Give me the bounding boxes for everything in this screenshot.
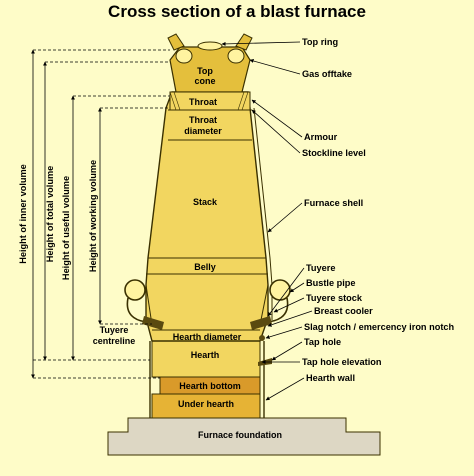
throat-diameter-label-1: Throat — [189, 115, 217, 125]
height-inner-volume-label: Height of inner volume — [18, 164, 28, 264]
hearth-region — [151, 340, 261, 378]
bustle-pipe-right — [250, 279, 291, 330]
furnace-body — [145, 91, 269, 342]
hearth-diameter-label: Hearth diameter — [173, 332, 242, 342]
gas-offtake-right — [235, 33, 253, 51]
foundation-label: Furnace foundation — [198, 430, 282, 440]
stack-label: Stack — [193, 197, 218, 207]
hearth-bottom-label: Hearth bottom — [179, 381, 241, 391]
hearth-label: Hearth — [191, 350, 220, 360]
leader-lines — [221, 41, 313, 401]
label-tuyere-stock: Tuyere stock — [306, 293, 363, 303]
bosh-right — [259, 284, 269, 326]
label-stockline-level: Stockline level — [302, 148, 366, 158]
bustle-pipe-left — [124, 279, 164, 330]
top-cone-label-2: cone — [194, 76, 215, 86]
top-ring-right — [227, 48, 245, 64]
label-gas-offtake: Gas offtake — [302, 69, 352, 79]
label-slag-notch: Slag notch / emercency iron notch — [304, 322, 454, 332]
height-working-volume-label: Height of working volume — [88, 160, 98, 272]
furnace-shell-line — [253, 107, 273, 320]
label-tap-hole-elevation: Tap hole elevation — [302, 357, 382, 367]
diagram-title: Cross section of a blast furnace — [108, 2, 366, 21]
label-tuyere: Tuyere — [306, 263, 335, 273]
dimension-lines — [31, 49, 170, 379]
label-breast-cooler: Breast cooler — [314, 306, 373, 316]
top-ring-center — [197, 41, 223, 51]
under-hearth-label: Under hearth — [178, 399, 234, 409]
top-ring-left — [175, 48, 193, 64]
top-cone-label-1: Top — [197, 66, 213, 76]
label-furnace-shell: Furnace shell — [304, 198, 363, 208]
label-top-ring: Top ring — [302, 37, 338, 47]
furnace-foundation — [107, 417, 381, 456]
throat-label: Throat — [189, 97, 217, 107]
belly-label: Belly — [194, 262, 216, 272]
armour-hatching — [169, 91, 249, 111]
tuyere-centreline-label-1: Tuyere — [100, 325, 129, 335]
slag-notch — [259, 335, 265, 341]
label-hearth-wall: Hearth wall — [306, 373, 355, 383]
height-total-volume-label: Height of total volume — [45, 166, 55, 262]
label-bustle-pipe: Bustle pipe — [306, 278, 356, 288]
label-tap-hole: Tap hole — [304, 337, 341, 347]
height-useful-volume-label: Height of useful volume — [61, 176, 71, 280]
label-armour: Armour — [304, 132, 338, 142]
gas-offtake-left — [167, 33, 185, 51]
throat-diameter-label-2: diameter — [184, 126, 222, 136]
under-hearth-block — [151, 393, 261, 419]
tuyere-centreline-label-2: centreline — [93, 336, 136, 346]
